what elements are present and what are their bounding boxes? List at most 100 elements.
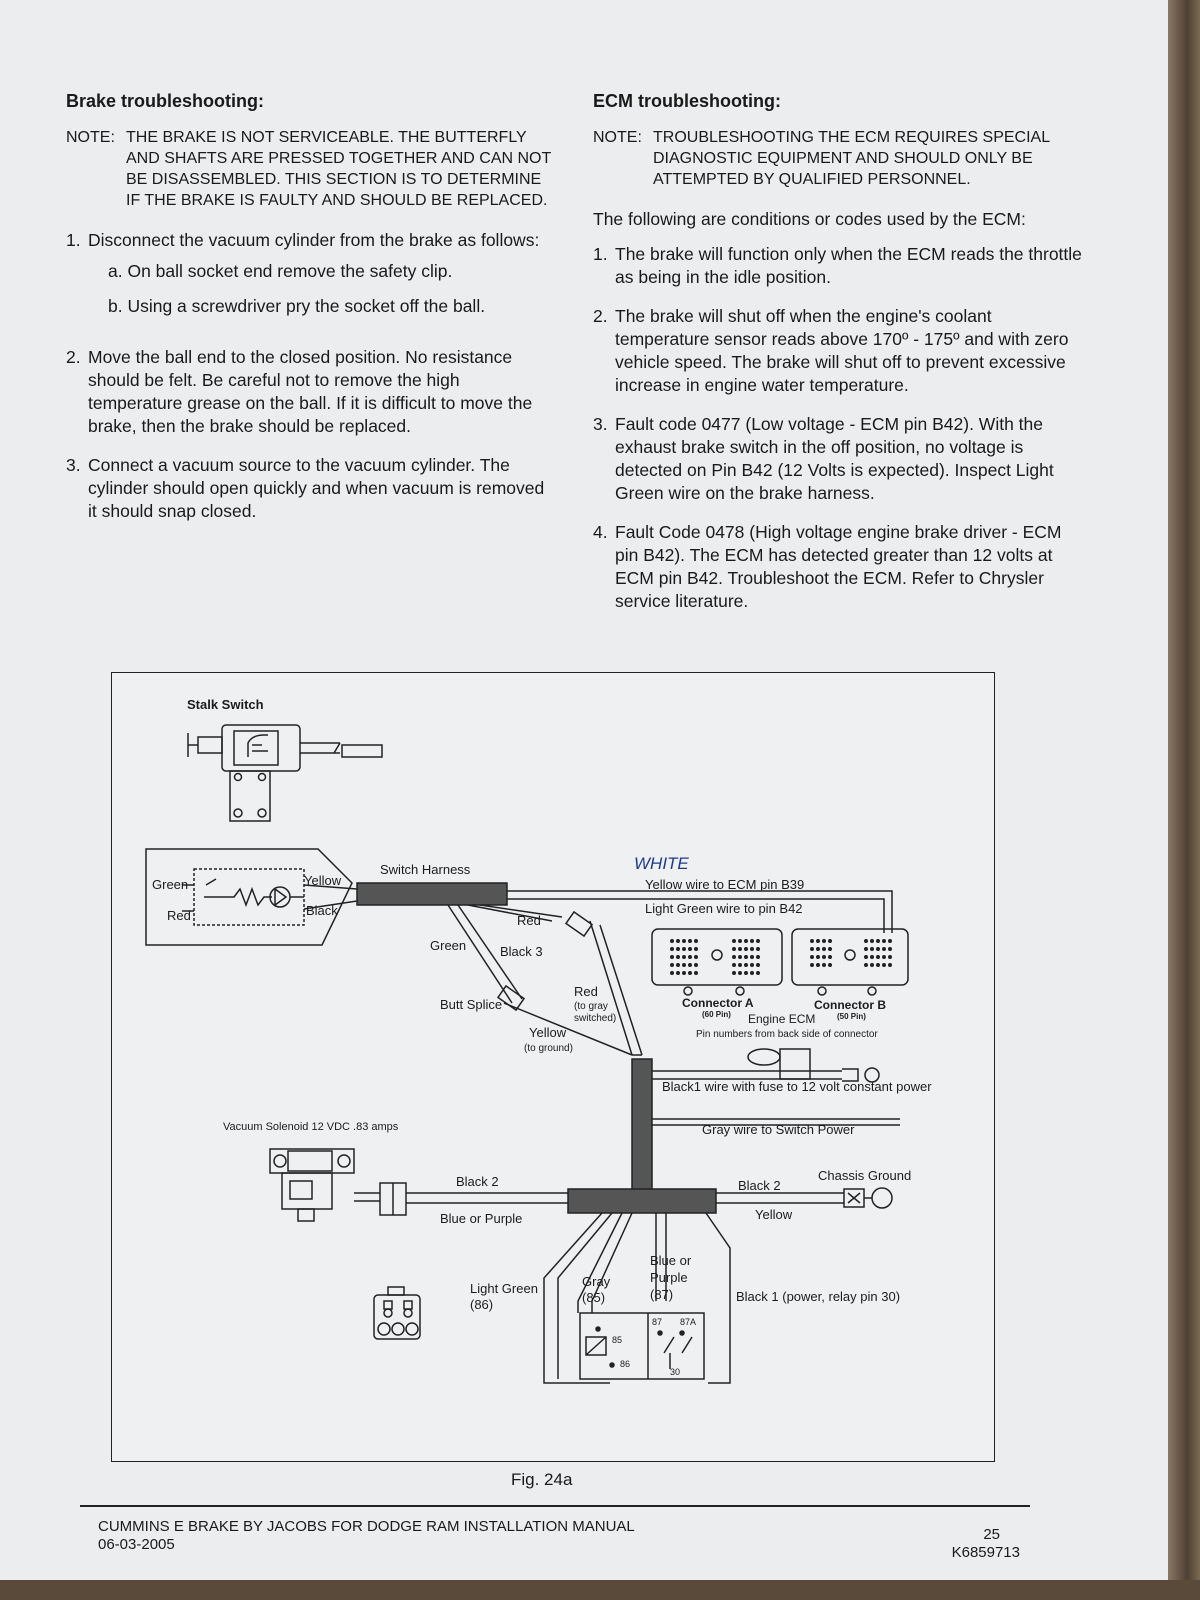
label-green-wire: Green	[430, 938, 466, 953]
ecm-note-label: NOTE:	[593, 129, 642, 146]
countertop-bottom	[0, 1580, 1200, 1600]
brake-substeps: a. On ball socket end remove the safety …	[88, 260, 556, 318]
relay-pin-87: 87	[652, 1317, 662, 1327]
relay-pin-85: 85	[612, 1335, 622, 1345]
handwritten-note: WHITE	[634, 854, 689, 873]
ecm-note: NOTE: TROUBLESHOOTING THE ECM REQUIRES S…	[593, 127, 1083, 190]
label-pin86: (86)	[470, 1297, 493, 1312]
plug-icon	[373, 1286, 421, 1340]
figure-caption: Fig. 24a	[511, 1470, 573, 1489]
label-switch-harness: Switch Harness	[380, 862, 471, 877]
brake-section: Brake troubleshooting: NOTE: THE BRAKE I…	[66, 90, 556, 539]
footer-left: CUMMINS E BRAKE BY JACOBS FOR DODGE RAM …	[98, 1518, 635, 1554]
substep-a: a. On ball socket end remove the safety …	[108, 261, 453, 281]
ecm-note-text: TROUBLESHOOTING THE ECM REQUIRES SPECIAL…	[653, 129, 1050, 188]
label-black2-right: Black 2	[738, 1178, 781, 1193]
page-number: 25	[983, 1526, 1000, 1543]
connector-b-pins	[810, 939, 892, 967]
label-purple: Purple	[650, 1270, 688, 1285]
step-number: 1.	[593, 244, 608, 264]
label-red-gray: Red	[574, 984, 598, 999]
step-text: Fault Code 0478 (High voltage engine bra…	[615, 522, 1062, 611]
label-vacuum-solenoid: Vacuum Solenoid 12 VDC .83 amps	[223, 1121, 399, 1133]
step-text: Move the ball end to the closed position…	[88, 347, 533, 436]
step-text: The brake will function only when the EC…	[615, 244, 1082, 287]
brake-note-label: NOTE:	[66, 129, 115, 146]
label-black: Black	[306, 903, 338, 918]
label-yellow-right: Yellow	[755, 1207, 793, 1222]
brake-note-text: THE BRAKE IS NOT SERVICEABLE. THE BUTTER…	[126, 129, 551, 209]
stalk-switch-icon	[187, 724, 383, 822]
label-lightgreen-b42: Light Green wire to pin B42	[645, 901, 803, 916]
label-blue-or: Blue or	[650, 1253, 692, 1268]
label-connector-a-pins: (60 Pin)	[702, 1010, 731, 1019]
countertop-edge	[1168, 0, 1200, 1600]
step-number: 3.	[66, 455, 81, 475]
footer-divider	[80, 1505, 1030, 1507]
step-1-text: Disconnect the vacuum cylinder from the …	[88, 230, 540, 250]
label-blue-purple-left: Blue or Purple	[440, 1211, 522, 1226]
brake-step-1: 1. Disconnect the vacuum cylinder from t…	[66, 229, 556, 330]
step-number: 4.	[593, 522, 608, 542]
label-red: Red	[167, 908, 191, 923]
label-light-green: Light Green	[470, 1281, 538, 1296]
manual-page: Brake troubleshooting: NOTE: THE BRAKE I…	[0, 0, 1168, 1580]
label-green: Green	[152, 877, 188, 892]
label-gray: Gray	[582, 1274, 611, 1289]
label-yellow-ground: Yellow	[529, 1025, 567, 1040]
label-engine-ecm: Engine ECM	[748, 1012, 815, 1026]
label-connector-b: Connector B	[814, 998, 886, 1012]
label-chassis-ground: Chassis Ground	[818, 1168, 911, 1183]
step-text: Connect a vacuum source to the vacuum cy…	[88, 455, 545, 521]
ecm-step-3: 3. Fault code 0477 (Low voltage - ECM pi…	[593, 413, 1083, 505]
part-number: K6859713	[951, 1544, 1020, 1561]
label-black1-relay: Black 1 (power, relay pin 30)	[736, 1289, 900, 1304]
label-red-wire: Red	[517, 913, 541, 928]
wiring-diagram: Stalk Switch Green Red Yellow Black Swit…	[111, 672, 995, 1462]
label-connector-b-pins: (50 Pin)	[837, 1012, 866, 1021]
ecm-section: ECM troubleshooting: NOTE: TROUBLESHOOTI…	[593, 90, 1083, 629]
ecm-step-2: 2. The brake will shut off when the engi…	[593, 305, 1083, 397]
label-yellow: Yellow	[304, 873, 342, 888]
substep-b: b. Using a screwdriver pry the socket of…	[108, 296, 486, 316]
brake-heading: Brake troubleshooting:	[66, 91, 265, 111]
label-black2-left: Black 2	[456, 1174, 499, 1189]
ecm-steps: 1. The brake will function only when the…	[593, 243, 1083, 613]
label-to-ground: (to ground)	[524, 1043, 573, 1054]
connector-a-pins	[670, 939, 760, 975]
relay-pin-87a: 87A	[680, 1317, 696, 1327]
label-yellow-b39: Yellow wire to ECM pin B39	[645, 877, 804, 892]
label-pin-numbers: Pin numbers from back side of connector	[696, 1029, 878, 1040]
ecm-step-1: 1. The brake will function only when the…	[593, 243, 1083, 289]
label-black3: Black 3	[500, 944, 543, 959]
label-black1-fuse: Black1 wire with fuse to 12 volt constan…	[662, 1079, 932, 1094]
step-text: The brake will shut off when the engine'…	[615, 306, 1069, 395]
step-number: 3.	[593, 414, 608, 434]
step-number: 2.	[66, 347, 81, 367]
step-number: 1.	[66, 230, 81, 250]
footer-right: 25 K6859713	[940, 1526, 1020, 1562]
label-switched: switched)	[574, 1013, 616, 1024]
wiring-diagram-svg: Stalk Switch Green Red Yellow Black Swit…	[145, 697, 932, 1384]
step-text: Disconnect the vacuum cylinder from the …	[88, 229, 556, 330]
label-connector-a: Connector A	[682, 996, 754, 1010]
label-stalk-switch: Stalk Switch	[187, 697, 264, 712]
brake-step-2: 2. Move the ball end to the closed posit…	[66, 346, 556, 438]
label-butt-splice: Butt Splice	[440, 997, 502, 1012]
ecm-step-4: 4. Fault Code 0478 (High voltage engine …	[593, 521, 1083, 613]
label-pin87: (87)	[650, 1287, 673, 1302]
brake-step-3: 3. Connect a vacuum source to the vacuum…	[66, 454, 556, 523]
footer-date: 06-03-2005	[98, 1536, 175, 1553]
label-gray-switch: Gray wire to Switch Power	[702, 1122, 855, 1137]
brake-note: NOTE: THE BRAKE IS NOT SERVICEABLE. THE …	[66, 127, 556, 211]
step-number: 2.	[593, 306, 608, 326]
label-to-gray: (to gray	[574, 1001, 608, 1012]
step-text: Fault code 0477 (Low voltage - ECM pin B…	[615, 414, 1054, 503]
relay-pin-30: 30	[670, 1367, 680, 1377]
ecm-heading: ECM troubleshooting:	[593, 91, 781, 111]
label-pin85: (85)	[582, 1290, 605, 1305]
brake-steps: 1. Disconnect the vacuum cylinder from t…	[66, 229, 556, 523]
relay-pin-86: 86	[620, 1359, 630, 1369]
footer-title: CUMMINS E BRAKE BY JACOBS FOR DODGE RAM …	[98, 1518, 635, 1535]
ecm-intro: The following are conditions or codes us…	[593, 209, 1026, 229]
